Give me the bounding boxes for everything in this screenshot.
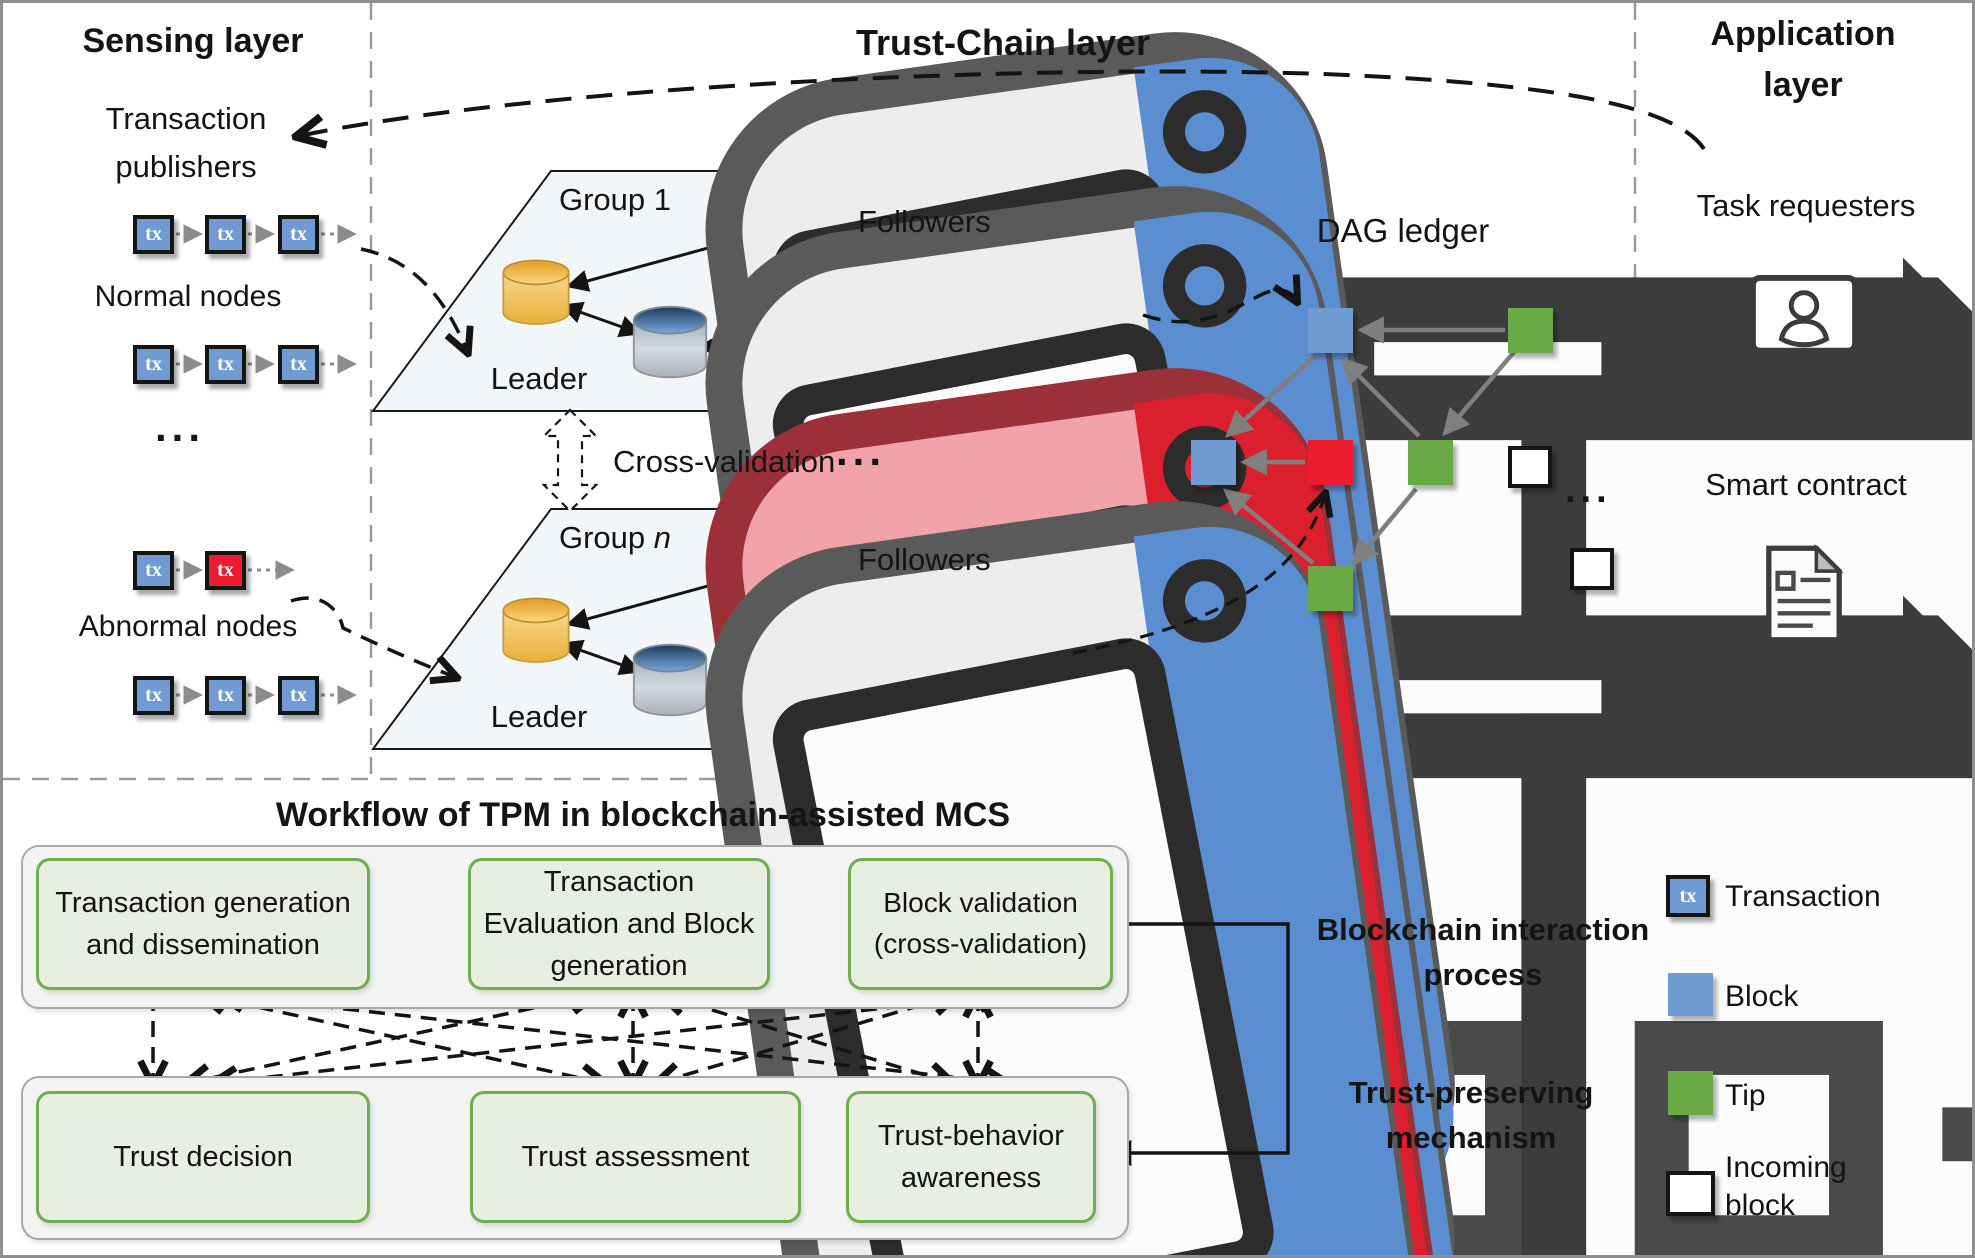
groupn-to-dag-curve (1072, 495, 1325, 655)
flow-box-transaction-generation: Transaction generation and dissemination (36, 858, 370, 990)
dag-malicious-square (1308, 440, 1353, 485)
smart-contract-doc-icon (1769, 548, 1839, 639)
tx-square: tx (205, 676, 246, 715)
legend-tip-label: Tip (1725, 1079, 1766, 1112)
tx-square: tx (278, 215, 319, 254)
group-n-var: n (653, 520, 672, 555)
legend-incoming-square (1666, 1171, 1715, 1216)
dag-incoming-square (1570, 548, 1614, 590)
abnormal-nodes-label: Abnormal nodes (78, 610, 298, 643)
followers-label-group1: Followers (858, 204, 991, 239)
abnormal-tx-square: tx (205, 551, 246, 590)
group1-to-dag-curve (1142, 290, 1296, 324)
legend-incoming-label: Incoming block (1725, 1151, 1847, 1222)
leader-label-groupn: Leader (490, 699, 588, 734)
task-requesters-label: Task requesters (1696, 188, 1916, 223)
dag-block-square (1308, 308, 1353, 353)
tx-square: tx (278, 676, 319, 715)
tx-chain-connectors (176, 224, 357, 705)
legend-tip-square (1668, 1071, 1713, 1115)
workflow-dashed-arrows (153, 995, 1005, 1083)
leader-label-group1: Leader (490, 361, 588, 396)
flow-box-transaction-evaluation: Transaction Evaluation and Block generat… (468, 858, 770, 990)
cross-validation-arrow (541, 408, 599, 513)
dag-incoming-square (1508, 446, 1552, 488)
dag-tip-square (1508, 308, 1553, 353)
tx-square: tx (133, 345, 174, 384)
leader-node-icon (502, 259, 570, 326)
follower-node-icon (632, 305, 708, 379)
flow-box-block-validation: Block validation (cross-validation) (848, 858, 1113, 990)
sensing-layer-title: Sensing layer (82, 22, 304, 60)
follower-node-icon (632, 643, 708, 717)
abnormal-to-groupn-curve (290, 596, 455, 677)
trust-preserving-label: Trust-preserving mechanism (1348, 1075, 1594, 1155)
workflow-title: Workflow of TPM in blockchain-assisted M… (275, 796, 1011, 834)
transaction-publishers-label: Transaction publishers (105, 101, 267, 185)
legend-block-label: Block (1725, 980, 1799, 1013)
group-n-label: Group n (559, 517, 671, 559)
leader-node-icon (502, 597, 570, 664)
dag-tip-square (1408, 440, 1453, 485)
dag-block-square (1191, 440, 1236, 485)
dag-ellipsis: ... (1565, 469, 1612, 511)
app-to-publishers-curve (299, 69, 1706, 151)
dashed-flow-curves (290, 69, 1706, 677)
flow-box-trust-assessment: Trust assessment (470, 1091, 801, 1223)
trust-chain-layer-title: Trust-Chain layer (855, 22, 1151, 63)
tx-square: tx (205, 345, 246, 384)
tx-square: tx (133, 551, 174, 590)
sensing-ellipsis: ... (155, 403, 206, 450)
legend-transaction-square: tx (1666, 875, 1710, 917)
cross-validation-label: Cross-validation (613, 444, 836, 479)
groups-ellipsis: ... (836, 427, 887, 474)
tx-square: tx (133, 215, 174, 254)
legend-transaction-label: Transaction (1725, 880, 1881, 913)
blockchain-interaction-label: Blockchain interaction process (1316, 912, 1650, 992)
figure-linework (3, 3, 1972, 1255)
flow-box-trust-decision: Trust decision (36, 1091, 370, 1223)
group-1-label: Group 1 (559, 182, 672, 217)
flow-box-trust-behavior-awareness: Trust-behavior awareness (846, 1091, 1096, 1223)
tx-square: tx (205, 215, 246, 254)
smart-contract-label: Smart contract (1705, 467, 1907, 502)
normal-nodes-label: Normal nodes (94, 280, 282, 313)
application-layer-title: Application layer (1710, 15, 1896, 104)
tx-square: tx (133, 676, 174, 715)
dag-tip-square (1308, 566, 1353, 611)
followers-label-groupn: Followers (858, 542, 991, 577)
dag-edges (1222, 316, 1516, 567)
legend-block-square (1668, 973, 1713, 1016)
group-n-prefix: Group (559, 520, 654, 555)
dag-ledger-title: DAG ledger (1316, 212, 1490, 249)
block-validation-to-awareness-connector (1105, 922, 1290, 1167)
tx-square: tx (278, 345, 319, 384)
